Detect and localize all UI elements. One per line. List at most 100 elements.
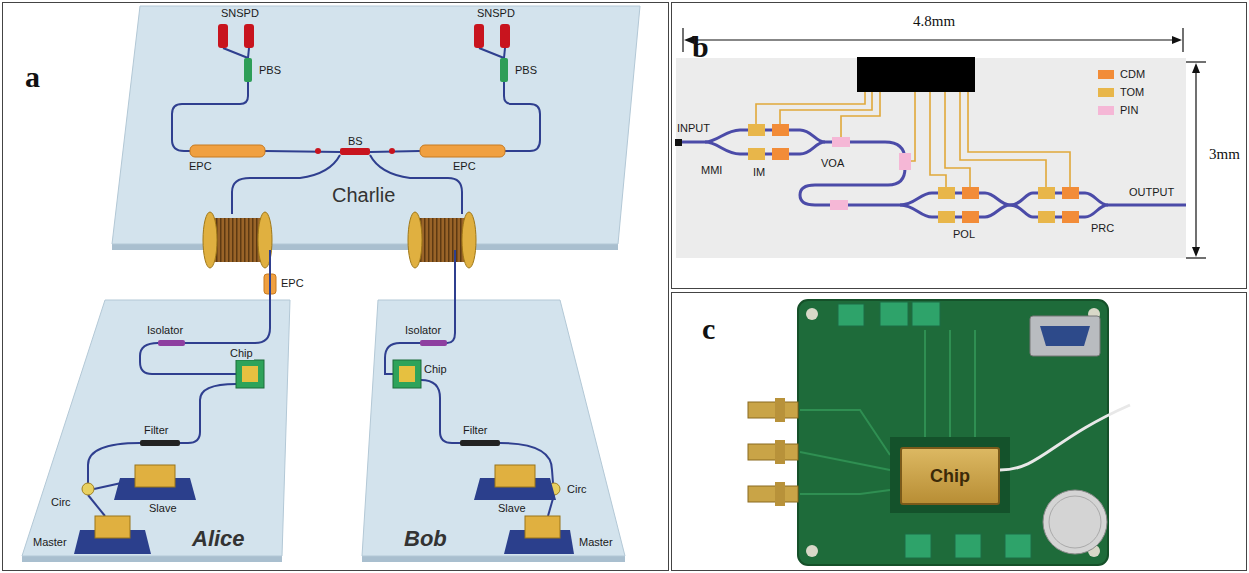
chip-package: Chip: [900, 447, 1000, 505]
fiber-spool: [408, 212, 422, 268]
dimension-line: [1186, 257, 1206, 258]
fiber-line: [140, 343, 236, 374]
electrode-wire: [780, 92, 872, 124]
fiber-pigtail: [1000, 405, 1130, 470]
dimension-line: [1186, 61, 1206, 62]
part-label: Slave: [497, 502, 527, 515]
isolator-component: [158, 340, 447, 346]
electrode-wire: [968, 92, 1070, 187]
sma-connector: [748, 398, 798, 506]
test-board: [1030, 316, 1100, 356]
test-board: [924, 330, 926, 437]
fiber-spool: [210, 218, 265, 262]
sma-connector: [748, 486, 798, 502]
fiber-link: [455, 250, 456, 300]
pbs-component: [244, 58, 252, 82]
test-board: [806, 545, 818, 557]
part-label: Chip: [229, 347, 254, 360]
node-label: Bob: [402, 526, 449, 551]
epc-controller: [190, 145, 265, 157]
dimension-line: [683, 28, 1206, 258]
chip-layout: [675, 57, 1186, 258]
tom-electrode: [748, 124, 765, 136]
part-label: OUTPUT: [1128, 186, 1175, 199]
fiber-line: [265, 151, 340, 152]
snspd-detector: [244, 24, 254, 48]
fiber-line: [447, 300, 455, 343]
cdm-electrode: [1062, 187, 1079, 199]
fiber-line: [88, 443, 140, 483]
test-board: [800, 452, 890, 470]
test-board: [798, 300, 1108, 565]
fiber-line: [180, 384, 236, 443]
part-label: Isolator: [146, 324, 184, 337]
part-label: IM: [752, 166, 766, 179]
fiber-line: [172, 48, 540, 214]
chip-module: [236, 360, 421, 388]
node-label: Alice: [190, 526, 247, 551]
test-board: [974, 330, 976, 437]
snspd-detector: [218, 24, 228, 48]
fiber-line: [421, 380, 460, 443]
part-label: Filter: [143, 424, 169, 437]
test-board: [890, 437, 1010, 513]
beam-splitter: [389, 148, 395, 154]
part-label: EPC: [188, 160, 213, 173]
test-board: [949, 330, 951, 437]
test-board: [800, 490, 890, 494]
fiber-spool: [415, 218, 469, 262]
part-label: BS: [347, 135, 364, 148]
part-label: Master: [578, 536, 614, 549]
tom-electrode: [748, 148, 765, 160]
dimension-line: [1172, 36, 1182, 44]
legend-text: CDM: [1119, 68, 1146, 81]
electrode-wire: [930, 92, 946, 187]
tom-electrode: [938, 187, 955, 199]
part-label: Circ: [566, 483, 588, 496]
sma-connector: [775, 440, 785, 464]
fiber-line: [479, 48, 504, 58]
filter-component: [140, 440, 500, 446]
waveguide: [800, 142, 905, 205]
fiber-line: [223, 48, 248, 58]
laser-module: [495, 465, 535, 487]
part-label: Filter: [462, 424, 488, 437]
fiber-line: [172, 82, 248, 151]
part-label: VOA: [820, 157, 845, 170]
circulator-component: [82, 483, 94, 495]
fiber-line: [504, 82, 540, 151]
chip-module: [236, 360, 264, 388]
chip-module: [393, 360, 421, 388]
waveguide: [682, 141, 705, 144]
filter-component: [140, 440, 180, 446]
test-board: [838, 304, 864, 326]
pin-attenuator: [832, 137, 850, 147]
dimension-label: 3mm: [1208, 146, 1241, 163]
optical-table-plate: [362, 556, 625, 562]
panel-frame: cChip: [672, 293, 1246, 570]
cdm-electrode: [962, 211, 979, 223]
test-board: [798, 300, 1108, 565]
coin: [1043, 490, 1107, 554]
isolator-component: [158, 340, 185, 346]
pin-attenuator: [830, 200, 848, 210]
fiber-link: [269, 250, 271, 300]
chip-module: [399, 366, 415, 382]
waveguide: [682, 130, 1186, 217]
cdm-electrode: [772, 124, 789, 136]
part-label: INPUT: [676, 122, 711, 135]
part-label: Circ: [50, 496, 72, 509]
station-plate: Charlie: [112, 6, 640, 250]
electrode-wire: [945, 92, 970, 187]
electrode-wire: [911, 92, 915, 161]
optical-table-plate: [22, 300, 290, 556]
cdm-electrode: [772, 148, 789, 160]
epc-controller: [190, 145, 505, 294]
part-label: Slave: [148, 502, 178, 515]
fiber-line: [232, 155, 340, 214]
fiber-line: [248, 48, 249, 58]
test-board: [912, 302, 940, 326]
chip-layout: [857, 57, 975, 92]
